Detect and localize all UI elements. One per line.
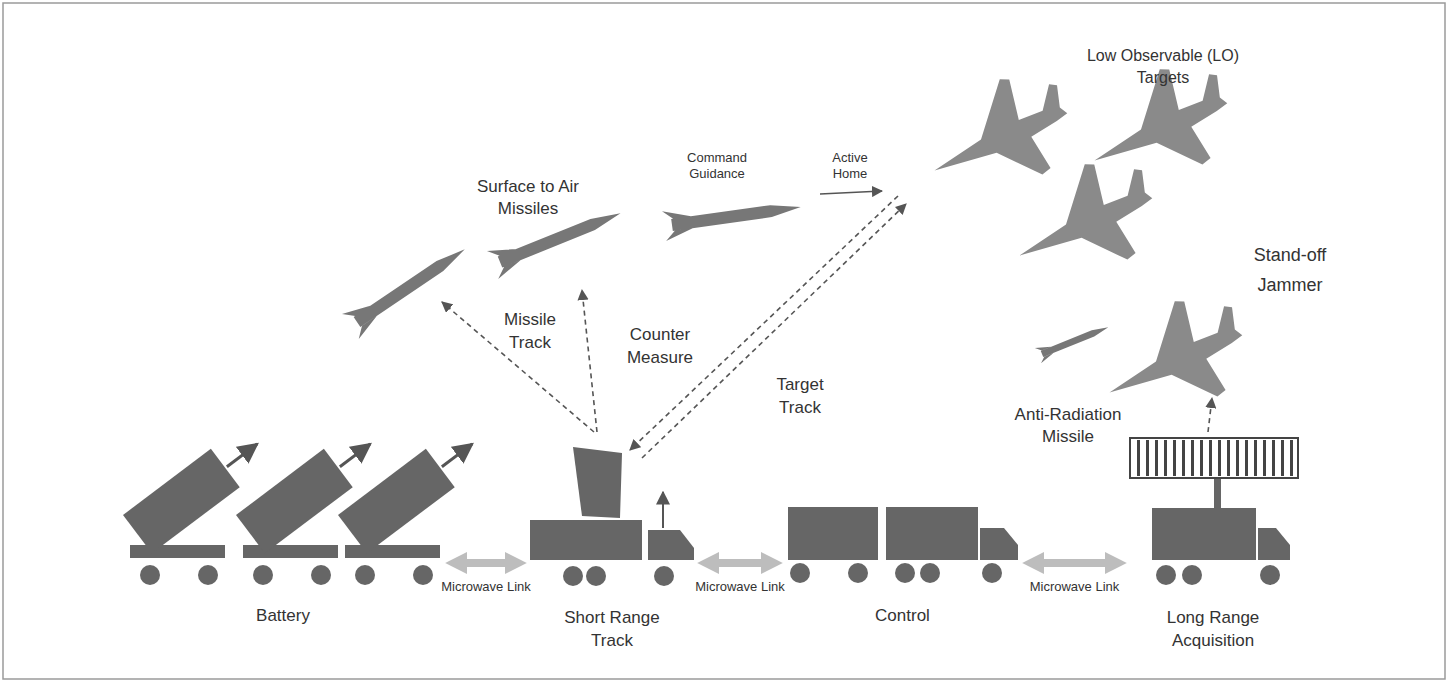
launcher-vehicles xyxy=(123,425,487,585)
frame xyxy=(3,3,1445,679)
track-lines xyxy=(442,191,1212,458)
microwave-link-arrow xyxy=(454,559,518,567)
vehicle-group: Long Range Acquisition xyxy=(1124,430,1302,652)
annotation-label: Active Home xyxy=(819,150,881,182)
link-label: Microwave Link xyxy=(1029,578,1121,595)
surface-to-air-missiles xyxy=(342,192,803,339)
annotation-label: Missile Track xyxy=(494,308,566,354)
vehicle-label: Short Range Track xyxy=(556,606,668,652)
annotation-label: Counter Measure xyxy=(618,323,702,369)
microwave-link-arrow xyxy=(1031,559,1118,567)
microwave-link-arrow xyxy=(706,559,774,567)
vehicle-group: Control xyxy=(780,495,1025,627)
vehicle-label: Long Range Acquisition xyxy=(1154,606,1272,652)
tracking-radar-vehicle xyxy=(530,447,694,586)
vehicle-group: Short Range Track xyxy=(524,440,700,652)
control-vehicle xyxy=(788,507,1018,583)
annotation-label: Anti-Radiation Missile xyxy=(1003,404,1133,448)
microwave-links xyxy=(454,563,1118,564)
acquisition-radar-vehicle xyxy=(1130,438,1298,585)
aircraft xyxy=(911,48,1263,437)
link-label: Microwave Link xyxy=(440,578,532,595)
vehicle-label: Battery xyxy=(256,604,310,627)
vehicle-label: Control xyxy=(875,604,930,627)
vehicle-group: Battery xyxy=(118,440,448,627)
annotation-label: Low Observable (LO) Targets xyxy=(1068,45,1258,89)
annotation-label: Stand-off Jammer xyxy=(1238,240,1342,300)
annotation-label: Target Track xyxy=(764,373,836,419)
anti-radiation-missile xyxy=(1035,320,1112,364)
annotation-label: Surface to Air Missiles xyxy=(461,176,596,220)
link-label: Microwave Link xyxy=(694,578,786,595)
annotation-label: Command Guidance xyxy=(676,150,758,182)
